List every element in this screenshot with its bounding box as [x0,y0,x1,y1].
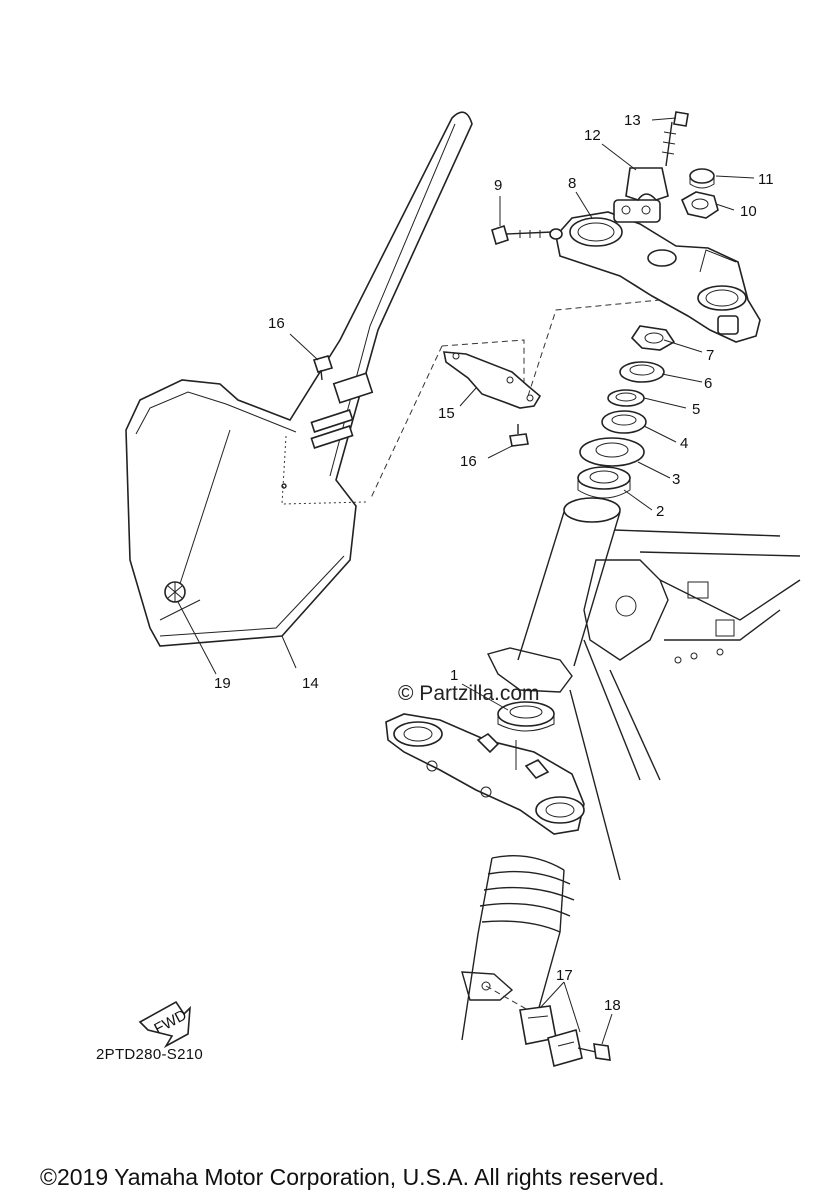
callout-17: 17 [556,967,573,984]
callout-2: 2 [656,503,664,520]
leader-lines [177,117,755,1045]
callout-16-upper: 16 [268,315,285,332]
lock-washer [630,325,676,351]
bearing-upper [577,466,631,499]
number-plate [125,111,473,647]
fwd-arrow-icon: FWD [138,1000,191,1049]
nut-10 [680,191,719,219]
dust-seal [579,437,645,467]
copyright-notice: ©2019 Yamaha Motor Corporation, U.S.A. A… [40,1164,665,1190]
callout-labels: 1 2 3 4 5 6 7 8 9 10 11 12 13 14 15 16 1… [214,112,774,1014]
upper-bracket [555,199,761,343]
callout-15: 15 [438,405,455,422]
callout-12: 12 [584,127,601,144]
bolt-lower [509,424,529,447]
callout-6: 6 [704,375,712,392]
callout-11: 11 [758,171,774,188]
diagram-code: 2PTD280-S210 [96,1046,203,1063]
bearing-lower [497,701,555,732]
watermark: © Partzilla.com [398,682,540,705]
lower-bracket [385,713,585,835]
callout-14: 14 [302,675,319,692]
callout-8: 8 [568,175,576,192]
callout-13: 13 [624,112,641,129]
fork-tube [461,855,575,1041]
handlebar-holder [625,111,689,201]
callout-10: 10 [740,203,757,220]
ring-nut-4 [601,410,647,434]
clamp-bolt [577,1043,611,1061]
ring-nut-6 [619,361,665,383]
washer-5 [607,389,645,407]
bolt-9 [491,224,563,246]
callout-7: 7 [706,347,714,364]
callout-18: 18 [604,997,621,1014]
callout-5: 5 [692,401,700,418]
callout-3: 3 [672,471,680,488]
cap-11 [689,168,715,189]
callout-9: 9 [494,177,502,194]
yamaha-emblem [164,581,186,603]
cable-clamp [485,985,583,1068]
bracket [369,299,661,501]
callout-1: 1 [450,667,458,684]
callout-16-lower: 16 [460,453,477,470]
callout-4: 4 [680,435,688,452]
callout-19: 19 [214,675,231,692]
bolt-upper [312,355,334,381]
frame [486,497,801,881]
